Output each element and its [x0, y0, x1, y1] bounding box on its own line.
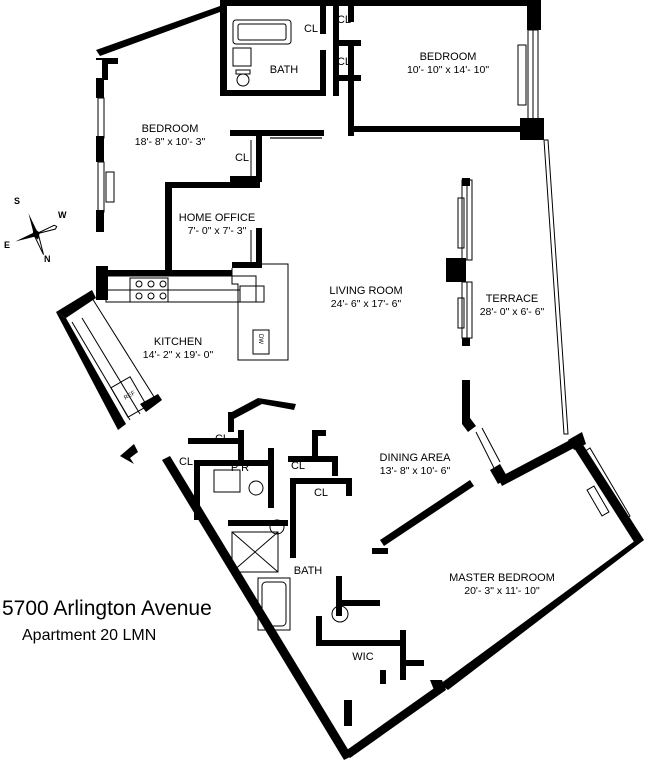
closet-label: CL — [336, 56, 352, 68]
room-name: DINING AREA — [379, 452, 451, 464]
room-name: TERRACE — [485, 293, 539, 305]
closet-label: CL — [303, 23, 319, 35]
room-terrace: TERRACE 28'- 0" x 6'- 6" — [480, 293, 545, 319]
address-line-1: 5700 Arlington Avenue — [2, 597, 212, 620]
room-home-office: HOME OFFICE 7'- 0" x 7'- 3" — [179, 212, 255, 238]
closet-label: CL — [214, 433, 230, 445]
compass-label-s: S — [14, 196, 21, 206]
compass-label-n: N — [44, 254, 51, 264]
room-dims: 28'- 0" x 6'- 6" — [479, 306, 545, 318]
room-name: LIVING ROOM — [329, 285, 403, 297]
room-dims: 24'- 6" x 17'- 6" — [330, 298, 402, 310]
room-living-room: LIVING ROOM 24'- 6" x 17'- 6" — [329, 285, 402, 311]
room-name: HOME OFFICE — [178, 212, 256, 224]
room-bath-top: BATH — [270, 64, 299, 77]
room-kitchen: KITCHEN 14'- 2" x 19'- 0" — [143, 336, 213, 362]
room-dims: 18'- 8" x 10'- 3" — [134, 136, 206, 148]
room-name: BEDROOM — [419, 51, 477, 63]
room-name: WIC — [352, 651, 374, 663]
room-master-bedroom: MASTER BEDROOM 20'- 3" x 11'- 10" — [449, 572, 555, 598]
room-name: P R — [230, 462, 250, 474]
compass-icon — [15, 213, 58, 255]
room-wic: WIC — [352, 651, 373, 664]
room-name: BATH — [293, 565, 323, 577]
compass-label-e: E — [4, 240, 11, 250]
room-name: BATH — [269, 64, 299, 76]
room-dims: 7'- 0" x 7'- 3" — [187, 225, 247, 237]
closet-label: CL — [290, 460, 306, 472]
room-powder-room: P R — [231, 462, 249, 475]
room-dining-area: DINING AREA 13'- 8" x 10'- 6" — [380, 452, 451, 478]
room-bath-bottom: BATH — [294, 565, 323, 578]
room-dims: 10'- 10" x 14'- 10" — [406, 64, 490, 76]
compass-label-w: W — [58, 210, 67, 220]
room-dims: 13'- 8" x 10'- 6" — [379, 465, 451, 477]
address-line-2: Apartment 20 LMN — [22, 627, 157, 644]
room-name: KITCHEN — [153, 336, 203, 348]
room-name: MASTER BEDROOM — [449, 572, 555, 584]
closet-label: CL — [178, 456, 194, 468]
room-bedroom-left: BEDROOM 18'- 8" x 10'- 3" — [135, 123, 205, 149]
room-name: BEDROOM — [141, 123, 199, 135]
closet-label: CL — [313, 487, 329, 499]
room-dims: 20'- 3" x 11'- 10" — [464, 585, 540, 597]
room-bedroom-top: BEDROOM 10'- 10" x 14'- 10" — [407, 51, 489, 77]
closet-label: CL — [234, 152, 250, 164]
walls — [56, 0, 644, 760]
room-dims: 14'- 2" x 19'- 0" — [142, 349, 214, 361]
closet-label: CL — [336, 14, 352, 26]
dishwasher-label: DW — [257, 334, 263, 344]
